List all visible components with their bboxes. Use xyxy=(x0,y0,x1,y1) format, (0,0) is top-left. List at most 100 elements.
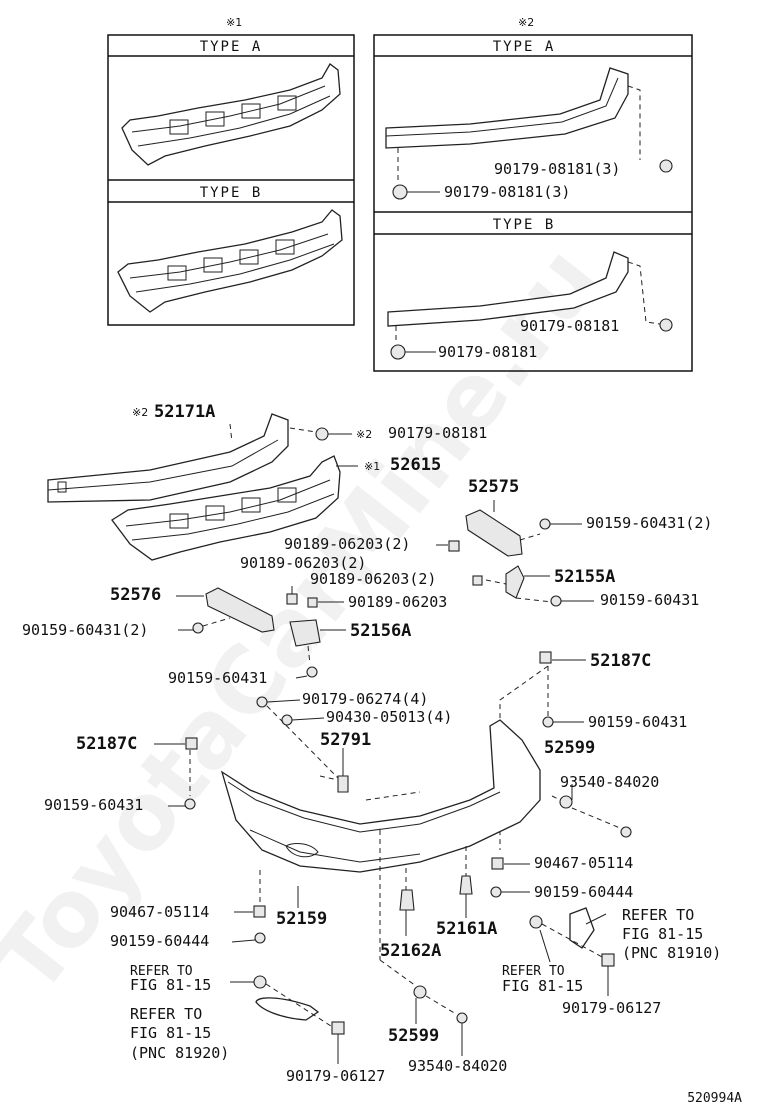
rear-bumper-absorber-drawing xyxy=(111,455,358,561)
part-label: 90189-06203 xyxy=(348,593,447,611)
part-label: 52155A xyxy=(554,567,615,587)
refer-label: FIG 81-15 xyxy=(622,925,703,943)
bumper-cover-drawing xyxy=(220,719,541,960)
clip-icon xyxy=(539,651,552,664)
bolt-icon xyxy=(550,595,562,607)
bolt-icon xyxy=(306,666,318,678)
part-label: 52187C xyxy=(76,734,137,754)
reinforcement-type-a-drawing xyxy=(385,67,641,182)
nut-icon xyxy=(390,344,406,360)
bolt-icon xyxy=(254,932,266,944)
part-label: 90179-08181 xyxy=(388,424,487,442)
group2-mark: ※2 xyxy=(518,16,534,29)
nut-icon xyxy=(392,184,408,200)
part-label: 52162A xyxy=(380,941,441,961)
part-label: 90179-08181(3) xyxy=(444,183,570,201)
part-label: 90159-60444 xyxy=(534,883,633,901)
retainer-52575-drawing xyxy=(465,500,541,557)
bolt-icon xyxy=(253,975,267,989)
nut-icon xyxy=(659,159,673,173)
bolt-icon xyxy=(192,622,204,634)
bolt-icon xyxy=(456,1012,468,1024)
group2-type-a: TYPE A xyxy=(493,39,556,55)
part-label: 93540-84020 xyxy=(560,773,659,791)
fastener-icon xyxy=(559,795,573,809)
part-label: 90189-06203(2) xyxy=(240,554,366,572)
part-label: 90159-60431(2) xyxy=(22,621,148,639)
group-mark: ※2 xyxy=(356,428,372,441)
refer-label: REFER TO xyxy=(130,1005,202,1023)
refer-label: FIG 81-15 xyxy=(502,977,583,995)
refer-label: REFER TO xyxy=(502,964,565,979)
part-label: 90159-60431 xyxy=(44,796,143,814)
refer-label: (PNC 81920) xyxy=(130,1044,229,1062)
retainer-52576-drawing xyxy=(176,587,275,633)
reinforcement-type-b-drawing xyxy=(387,251,661,344)
retainer-52155a-drawing xyxy=(485,565,553,603)
group-mark: ※2 xyxy=(132,406,148,419)
part-label: 90430-05013(4) xyxy=(326,708,452,726)
bolt-icon xyxy=(529,915,543,929)
part-label: 90189-06203(2) xyxy=(310,570,436,588)
bolt-icon xyxy=(542,716,554,728)
refer-label: REFER TO xyxy=(130,964,193,979)
rear-bumper-reinforcement-drawing xyxy=(47,413,317,503)
clip-icon xyxy=(307,597,318,608)
part-label: 52599 xyxy=(388,1026,439,1046)
refer-label: (PNC 81910) xyxy=(622,944,721,962)
clip-icon xyxy=(472,575,483,586)
retainer-52156a-drawing xyxy=(289,619,346,665)
right-reflector-drawing xyxy=(569,907,607,949)
part-label: 90179-06127 xyxy=(562,999,661,1017)
part-label: 90159-60444 xyxy=(110,932,209,950)
bolt-icon xyxy=(184,798,196,810)
part-label: 90179-08181 xyxy=(438,343,537,361)
clip-icon xyxy=(459,875,473,895)
clip-icon xyxy=(286,593,298,605)
refer-label: FIG 81-15 xyxy=(130,976,211,994)
nut-icon xyxy=(315,427,329,441)
part-label: 52187C xyxy=(590,651,651,671)
group1-mark: ※1 xyxy=(226,16,242,29)
part-label: 52161A xyxy=(436,919,497,939)
part-label: 90159-60431 xyxy=(600,591,699,609)
part-label: 52576 xyxy=(110,585,161,605)
part-label: 52156A xyxy=(350,621,411,641)
bolt-icon xyxy=(490,886,502,898)
bracket-52791-drawing xyxy=(337,775,349,793)
part-label: 90467-05114 xyxy=(110,903,209,921)
group1-type-a: TYPE A xyxy=(200,39,263,55)
part-label: 90189-06203(2) xyxy=(284,535,410,553)
part-label: 93540-84020 xyxy=(408,1057,507,1075)
group1-type-b: TYPE B xyxy=(200,185,263,201)
group1-box xyxy=(107,34,355,326)
part-label: 90159-60431 xyxy=(588,713,687,731)
group-mark: ※1 xyxy=(364,460,380,473)
left-reflector-drawing xyxy=(255,997,320,1021)
part-label: 52575 xyxy=(468,477,519,497)
part-label: 90179-08181(3) xyxy=(494,160,620,178)
group2-type-b: TYPE B xyxy=(493,217,556,233)
part-label: 52599 xyxy=(544,738,595,758)
fastener-icon xyxy=(413,985,427,999)
group2-box xyxy=(373,34,693,372)
part-label: 90179-06127 xyxy=(286,1067,385,1085)
figure-id: 520994A xyxy=(687,1091,742,1106)
bolt-icon xyxy=(539,518,551,530)
bolt-icon xyxy=(620,826,632,838)
clip-icon xyxy=(253,905,266,918)
clip-icon xyxy=(256,696,268,708)
clip-icon xyxy=(399,889,415,911)
nut-icon xyxy=(659,318,673,332)
clip-icon xyxy=(185,737,198,750)
absorber-type-b-drawing xyxy=(117,209,343,313)
part-label: 90179-08181 xyxy=(520,317,619,335)
nut-icon xyxy=(281,714,293,726)
refer-label: REFER TO xyxy=(622,906,694,924)
nut-icon xyxy=(601,953,615,967)
part-label: 52615 xyxy=(390,455,441,475)
part-label: 52171A xyxy=(154,402,215,422)
part-label: 90159-60431(2) xyxy=(586,514,712,532)
clip-icon xyxy=(491,857,504,870)
